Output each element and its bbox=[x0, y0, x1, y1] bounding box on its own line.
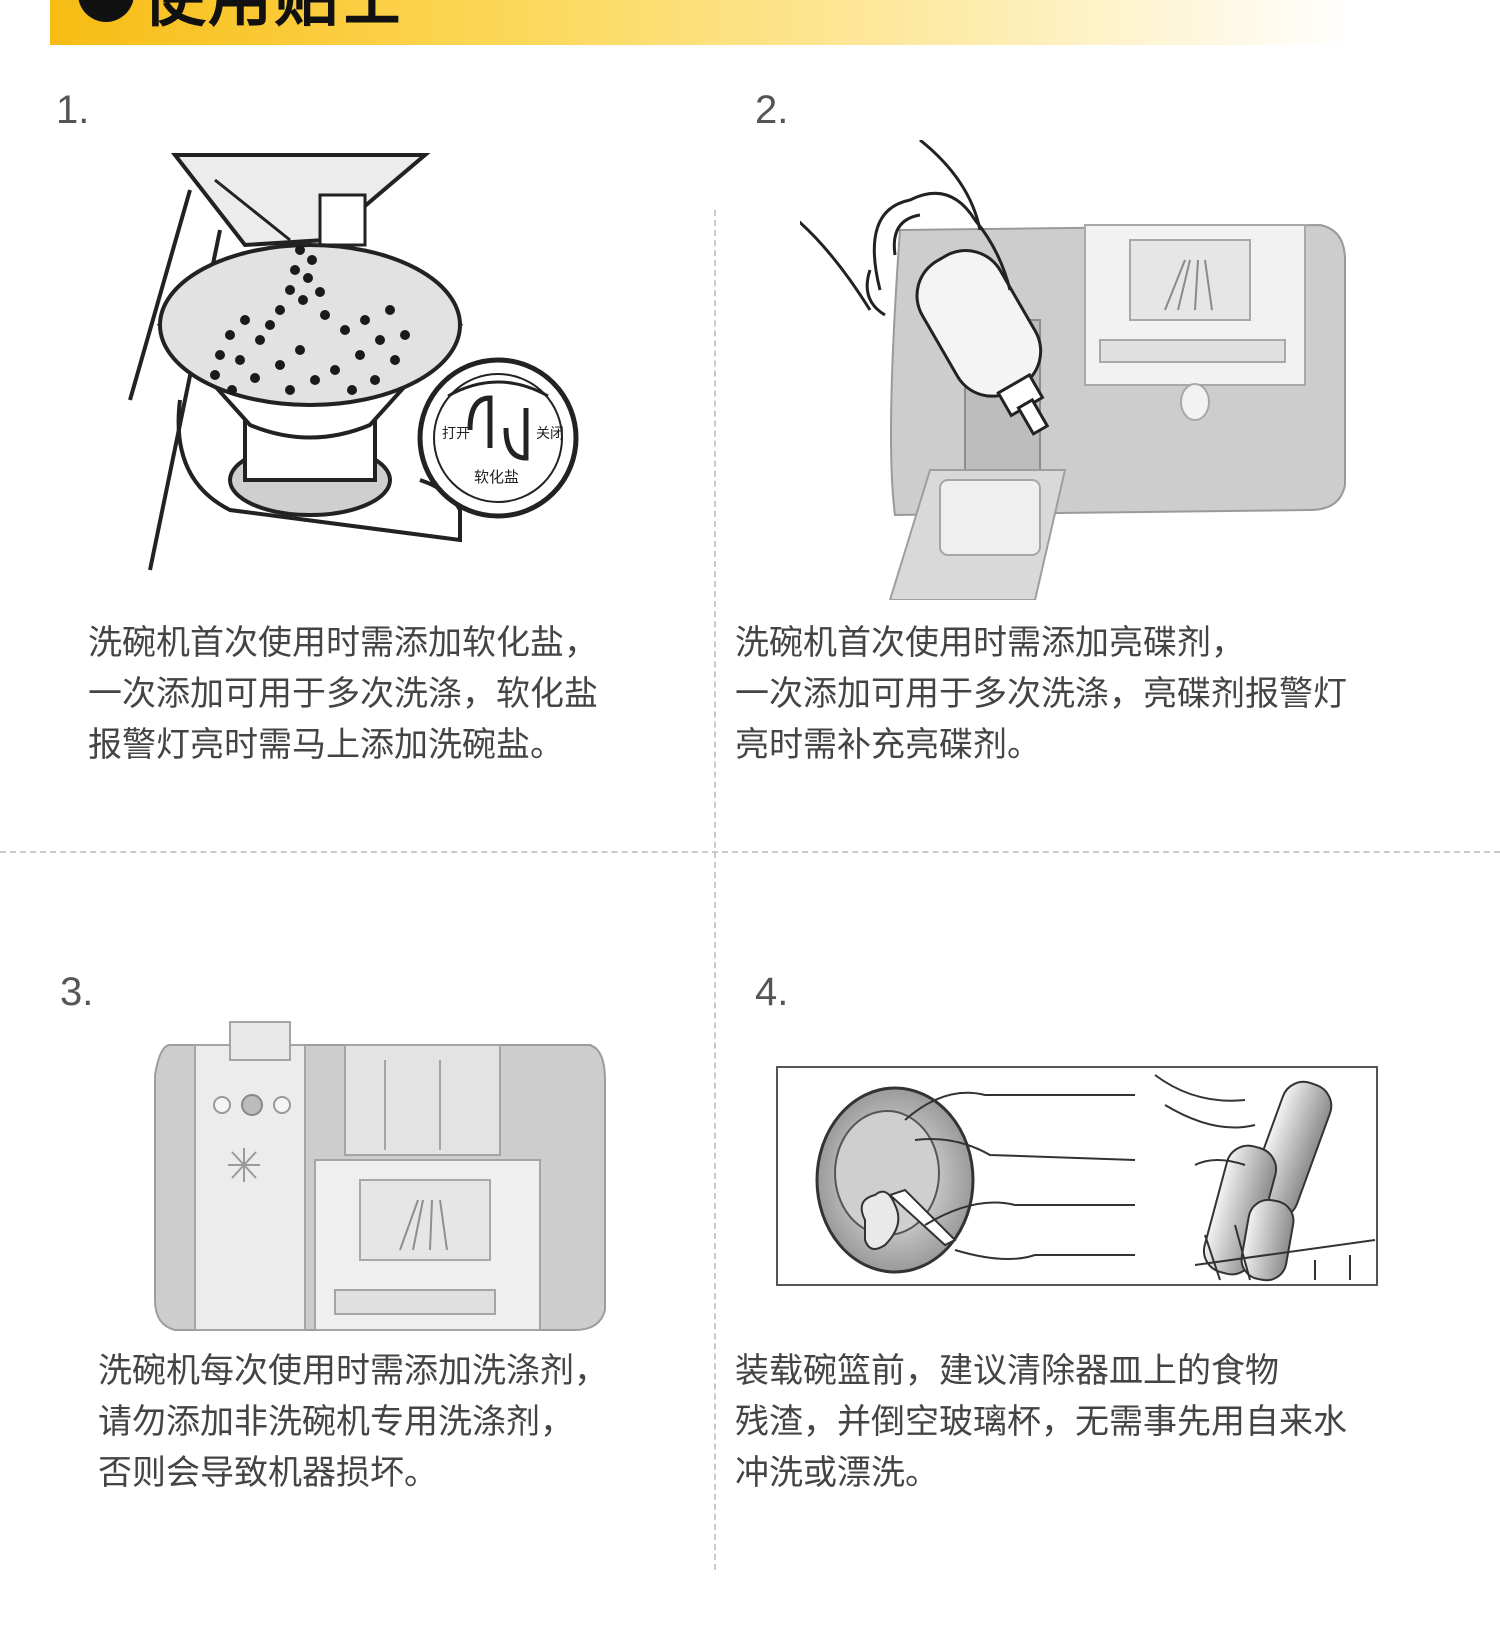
horizontal-divider bbox=[0, 851, 1500, 853]
step-2-line: 亮时需补充亮碟剂。 bbox=[735, 725, 1041, 765]
step-3-line: 否则会导致机器损坏。 bbox=[98, 1453, 438, 1493]
step-4-line: 冲洗或漂洗。 bbox=[735, 1453, 939, 1493]
step-2-line: 洗碗机首次使用时需添加亮碟剂， bbox=[735, 623, 1245, 663]
step-2-line: 一次添加可用于多次洗涤，亮碟剂报警灯 bbox=[735, 674, 1347, 714]
step-3-description: 洗碗机每次使用时需添加洗涤剂， 请勿添加非洗碗机专用洗涤剂， 否则会导致机器损坏… bbox=[98, 1346, 608, 1499]
step-4-line: 残渣，并倒空玻璃杯，无需事先用自来水 bbox=[735, 1402, 1347, 1442]
step-2-number: 2. bbox=[755, 88, 789, 132]
step-3-line: 请勿添加非洗碗机专用洗涤剂， bbox=[98, 1402, 574, 1442]
page-title: 使用贴士 bbox=[142, 0, 406, 34]
header-bullet-icon bbox=[78, 0, 134, 22]
header-bar bbox=[50, 0, 1350, 45]
step-4-line: 装载碗篮前，建议清除器皿上的食物 bbox=[735, 1351, 1279, 1391]
scrape-dishes-illustration bbox=[776, 1066, 1378, 1286]
vertical-divider bbox=[714, 210, 716, 1570]
step-1-description: 洗碗机首次使用时需添加软化盐， 一次添加可用于多次洗涤，软化盐 报警灯亮时需马上… bbox=[88, 618, 598, 771]
step-1-number: 1. bbox=[56, 88, 90, 132]
rinse-aid-illustration bbox=[800, 140, 1346, 600]
step-1-line: 一次添加可用于多次洗涤，软化盐 bbox=[88, 674, 598, 714]
step-1-line: 洗碗机首次使用时需添加软化盐， bbox=[88, 623, 598, 663]
cap-label-salt: 软化盐 bbox=[474, 468, 519, 486]
step-1-line: 报警灯亮时需马上添加洗碗盐。 bbox=[88, 725, 564, 765]
step-3-line: 洗碗机每次使用时需添加洗涤剂， bbox=[98, 1351, 608, 1391]
step-3-number: 3. bbox=[60, 970, 94, 1014]
cap-label-open: 打开 bbox=[442, 425, 470, 442]
salt-funnel-illustration: 打开 关闭 软化盐 bbox=[128, 153, 579, 571]
step-4-number: 4. bbox=[755, 970, 789, 1014]
step-2-description: 洗碗机首次使用时需添加亮碟剂， 一次添加可用于多次洗涤，亮碟剂报警灯 亮时需补充… bbox=[735, 618, 1347, 771]
detergent-dispenser-illustration bbox=[154, 1021, 606, 1331]
cap-label-close: 关闭 bbox=[536, 426, 564, 442]
step-4-description: 装载碗篮前，建议清除器皿上的食物 残渣，并倒空玻璃杯，无需事先用自来水 冲洗或漂… bbox=[735, 1346, 1347, 1499]
